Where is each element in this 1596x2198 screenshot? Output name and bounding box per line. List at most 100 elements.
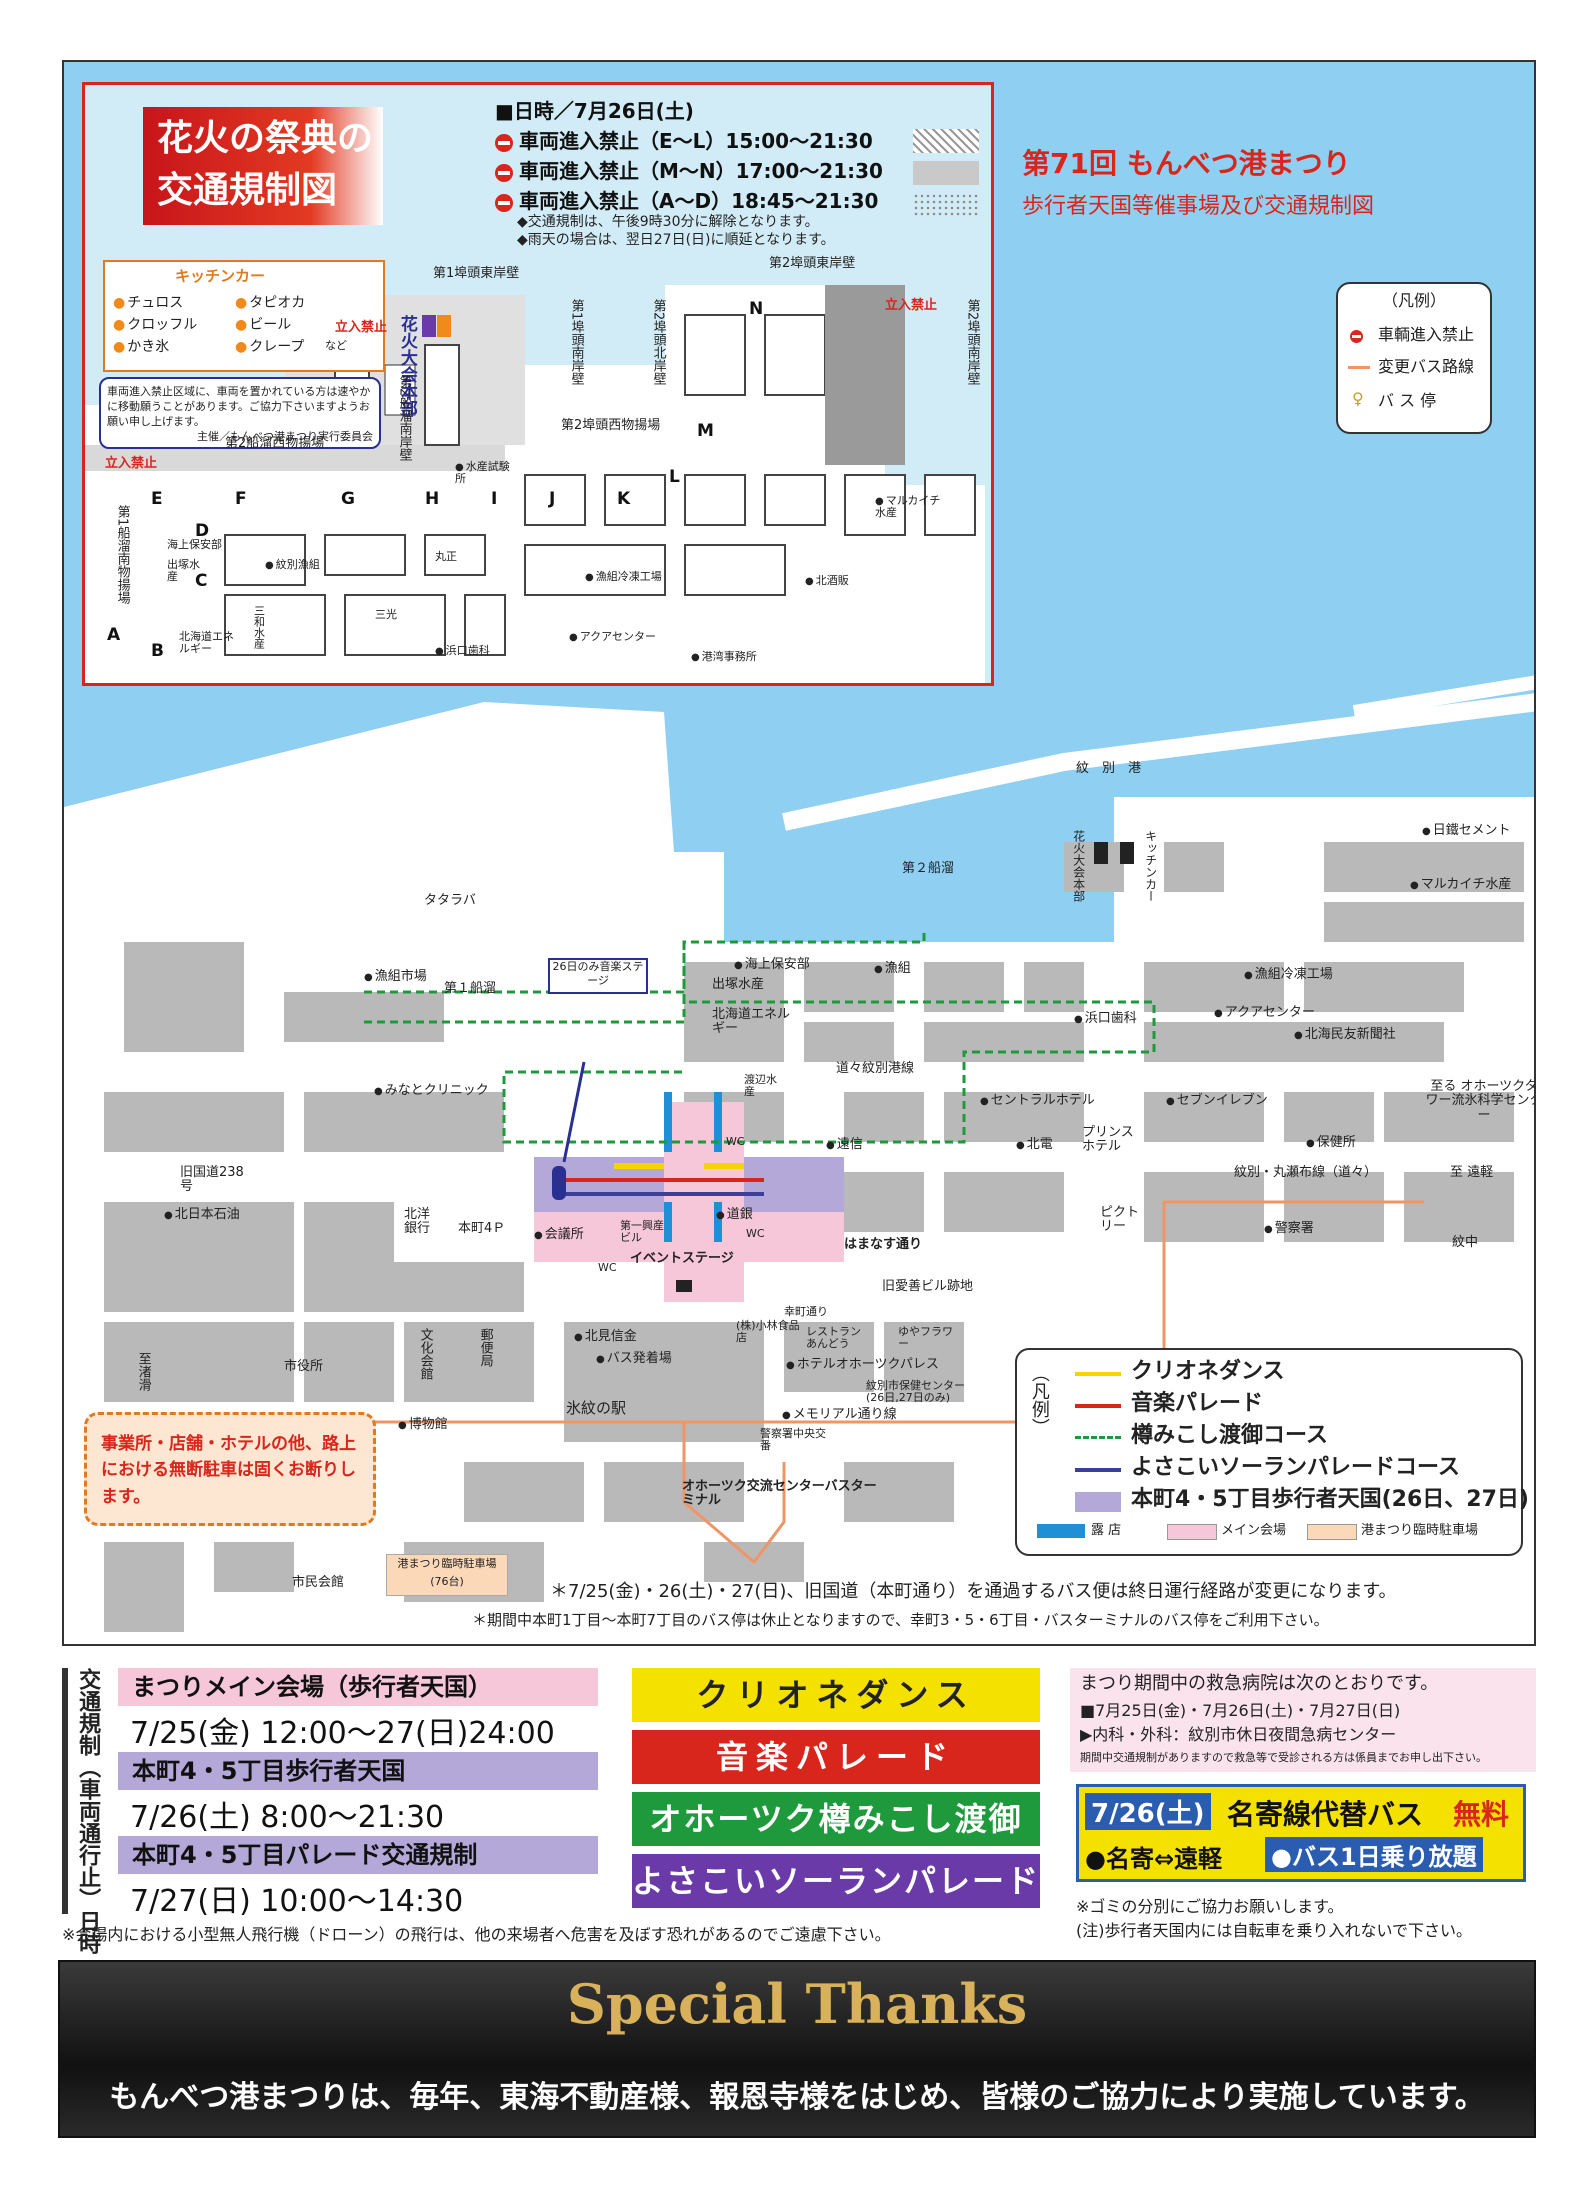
stage-pointer xyxy=(562,1061,586,1163)
map-label: セントラルホテル xyxy=(980,1093,1095,1108)
sea-label: 第２船溜 xyxy=(902,861,955,876)
map-label: 北日本石油 xyxy=(164,1207,240,1222)
place-label: 第2埠頭南岸壁 xyxy=(964,299,980,386)
place-label: 浜口歯科 xyxy=(435,644,490,657)
legend-bottom-item: 露 店 xyxy=(1091,1523,1122,1538)
no-entry-label-3: 立入禁止 xyxy=(885,298,938,313)
place-label: 丸正 xyxy=(435,550,457,563)
map-label: 出塚水産 xyxy=(712,977,765,992)
place-label: 港湾事務所 xyxy=(691,650,757,663)
map-label: 浜口歯科 xyxy=(1074,1011,1137,1026)
map-label: キッチンカー xyxy=(1143,830,1158,902)
map-label: 郵便局 xyxy=(477,1328,493,1367)
map-label: プリンスホテル xyxy=(1082,1125,1134,1155)
schedule-band-2: 本町4・5丁目歩行者天国 xyxy=(118,1752,598,1790)
map-label: WC xyxy=(746,1227,765,1240)
main-title: 第71回 もんべつ港まつり xyxy=(1022,147,1351,180)
place-label: 漁組冷凍工場 xyxy=(585,570,662,583)
map-label: 旧国道238号 xyxy=(180,1165,244,1195)
breakwater2 xyxy=(1352,675,1534,719)
mikoshi-course-2 xyxy=(364,1002,686,1024)
bus-ad-route: ●名寄⇔遠軽 xyxy=(1085,1845,1223,1873)
map-label: 遠信 xyxy=(826,1137,863,1152)
gate-d: D xyxy=(195,521,210,541)
hq-flag-purple xyxy=(422,315,436,337)
map-label: 博物館 xyxy=(398,1417,448,1432)
place-label: 第2船溜南岸壁 xyxy=(396,375,412,462)
gate-j: J xyxy=(549,489,556,509)
legend-swatch xyxy=(1075,1492,1121,1512)
kitchen-item: タピオカ xyxy=(235,292,305,312)
schedule-band-1: まつりメイン会場（歩行者天国） xyxy=(118,1668,598,1706)
bus-ad: 7/26(土) 名寄線代替バス 無料 ●名寄⇔遠軽 ●バス1日乗り放題 xyxy=(1076,1784,1526,1882)
hospital-box: まつり期間中の救急病院は次のとおりです。 ■7月25日(金)・7月26日(土)・… xyxy=(1070,1668,1536,1772)
pier-grey xyxy=(825,285,905,465)
map-label: 北電 xyxy=(1016,1137,1053,1152)
inset-title-line1: 花火の祭典の xyxy=(157,118,374,159)
map-label: 至渚滑 xyxy=(135,1352,151,1391)
hq-marker xyxy=(1094,842,1108,864)
closure-2: 車両進入禁止（M〜N）17:00〜21:30 xyxy=(495,155,883,184)
breakwater xyxy=(782,693,1534,831)
gate-h: H xyxy=(425,489,440,509)
schedule-time-2: 7/26(土) 8:00〜21:30 xyxy=(130,1800,445,1835)
map-label: 至る オホーツクタワー流氷科学センター xyxy=(1425,1079,1536,1123)
closure-2-text: 車両進入禁止（M〜N）17:00〜21:30 xyxy=(519,159,883,183)
gate-l: L xyxy=(669,467,680,487)
map-label: ホテルオホーツクパレス xyxy=(786,1357,939,1372)
event-bar-mikoshi: オホーツク樽みこし渡御 xyxy=(632,1792,1040,1846)
main-subtitle: 歩行者天国等催事場及び交通規制図 xyxy=(1022,194,1375,219)
map-label: 保健所 xyxy=(1306,1135,1356,1150)
footer-note-2: (注)歩行者天国内には自転車を乗り入れないで下さい。 xyxy=(1076,1921,1473,1940)
legend-bottom-item: メイン会場 xyxy=(1221,1523,1287,1538)
map-label: 海上保安部 xyxy=(734,957,810,972)
parking-box: 港まつり臨時駐車場 (76台) xyxy=(386,1554,508,1596)
map-label: 旧愛善ビル跡地 xyxy=(882,1279,974,1294)
place-label: 出塚水産 xyxy=(167,558,200,584)
gate-k: K xyxy=(617,489,631,509)
no-entry-icon xyxy=(495,193,513,212)
map-label: レストランあんどう xyxy=(806,1325,861,1351)
bus-ad-pass: ●バス1日乗り放題 xyxy=(1265,1837,1483,1872)
map-label: 漁組冷凍工場 xyxy=(1244,967,1333,982)
legend-small: （凡例） 車輌進入禁止 変更バス路線 ♀ バ ス 停 xyxy=(1336,282,1492,434)
map-label: 北見信金 xyxy=(574,1329,637,1344)
map-label: オホーツク交流センターバスターミナル xyxy=(682,1479,877,1509)
map-label: 幸町通り xyxy=(784,1305,828,1318)
no-entry-label-1: 立入禁止 xyxy=(335,320,388,335)
map-label: 文化会館 xyxy=(417,1328,433,1380)
map-label: 漁組市場 xyxy=(364,969,427,984)
schedule-time-3: 7/27(日) 10:00〜14:30 xyxy=(130,1884,464,1919)
closure-3: 車両進入禁止（A〜D）18:45〜21:30 xyxy=(495,185,878,214)
hospital-dept: ▶内科・外科：紋別市休日夜間急病センター xyxy=(1080,1725,1397,1744)
event-stage-marker xyxy=(676,1280,692,1292)
map-label: 第一興産ビル xyxy=(620,1219,664,1245)
gate-n: N xyxy=(749,299,764,319)
map-label: 本町4Ｐ xyxy=(458,1221,506,1236)
hq-flag-orange xyxy=(437,315,451,337)
kitchen-car-box: キッチンカー チュロス タピオカ クロッフル ビール かき氷 クレープ など xyxy=(103,260,385,372)
legend-swatch xyxy=(1075,1468,1121,1472)
gate-c: C xyxy=(195,571,208,591)
legend-big: （凡例） クリオネダンス音楽パレード樽みこし渡御コースよさこいソーランパレードコ… xyxy=(1015,1348,1529,1556)
place-label: 紋別漁組 xyxy=(265,558,320,571)
parking-label: 港まつり臨時駐車場 xyxy=(397,1557,497,1570)
no-entry-symbol-icon xyxy=(1350,328,1363,347)
schedule-band-3: 本町4・5丁目パレード交通規制 xyxy=(118,1836,598,1874)
place-label: 第2埠頭西物揚場 xyxy=(561,418,661,433)
map-label: 市民会館 xyxy=(292,1575,345,1590)
stall-swatch xyxy=(1037,1524,1085,1538)
fireworks-traffic-inset: 花火の祭典の 交通規制図 ■日時／7月26日(土) 車両進入禁止（E〜L）15:… xyxy=(82,82,994,686)
place-label: 水産試験所 xyxy=(455,460,515,485)
gate-g: G xyxy=(341,489,355,509)
map-label: はまなす通り xyxy=(844,1237,923,1252)
inset-note-2: ◆雨天の場合は、翌日27日(日)に順延となります。 xyxy=(517,232,835,248)
map-label: セブンイレブン xyxy=(1166,1093,1268,1108)
map-label: 至 遠軽 xyxy=(1450,1165,1494,1180)
map-label: 北海民友新聞社 xyxy=(1294,1027,1396,1042)
parking-notice: 事業所・店舗・ホテルの他、路上における無断駐車は固くお断りします。 xyxy=(84,1412,376,1526)
thanks-title: Special Thanks xyxy=(566,1972,1028,2036)
legend-swatch xyxy=(1075,1404,1121,1408)
legend-small-item: 変更バス路線 xyxy=(1378,357,1475,376)
kitchen-item: かき氷 xyxy=(113,336,169,356)
